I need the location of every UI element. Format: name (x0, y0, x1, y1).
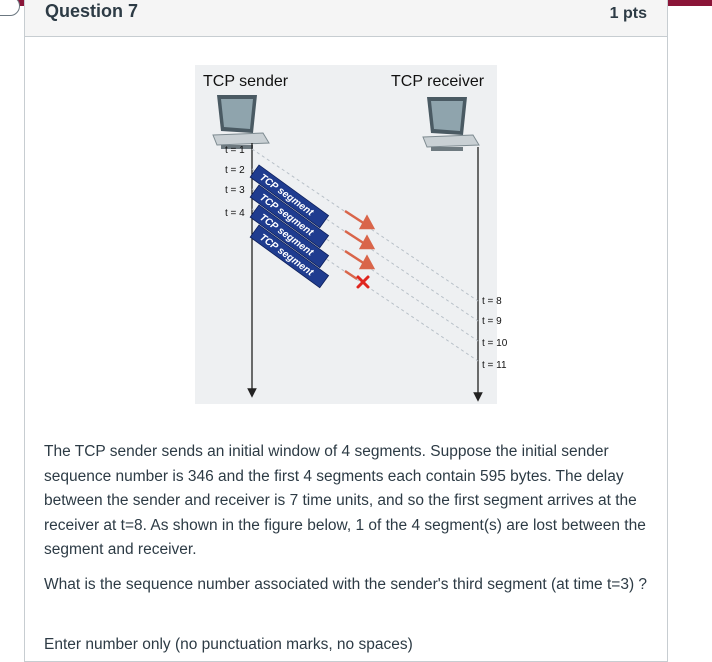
receiver-time-9: t = 9 (482, 316, 502, 327)
receiver-time-11: t = 11 (482, 360, 507, 371)
receiver-computer-icon (422, 97, 480, 151)
question-card: Question 7 1 pts TCP sender TCP receiver (24, 0, 668, 662)
receiver-time-10: t = 10 (482, 338, 508, 349)
collapse-tab[interactable] (0, 0, 20, 16)
question-paragraph-1: The TCP sender sends an initial window o… (44, 443, 646, 558)
question-paragraph-2: What is the sequence number associated w… (44, 576, 648, 593)
loss-x-icon (356, 275, 370, 289)
question-header: Question 7 1 pts (25, 0, 667, 37)
receiver-label: TCP receiver (391, 73, 485, 90)
sender-label: TCP sender (203, 73, 289, 90)
segment-arrows (344, 209, 376, 281)
sender-time-4: t = 4 (225, 208, 245, 219)
question-points: 1 pts (609, 5, 647, 22)
sender-time-2: t = 2 (225, 165, 245, 176)
question-title: Question 7 (45, 1, 139, 21)
sender-time-3: t = 3 (225, 185, 245, 196)
question-paragraph-3: Enter number only (no punctuation marks,… (44, 636, 413, 653)
tcp-diagram: TCP sender TCP receiver (195, 65, 508, 404)
sender-computer-icon (212, 95, 270, 149)
tcp-diagram-svg: TCP sender TCP receiver (203, 73, 508, 402)
sender-time-1: t = 1 (225, 145, 245, 156)
receiver-time-8: t = 8 (482, 296, 502, 307)
